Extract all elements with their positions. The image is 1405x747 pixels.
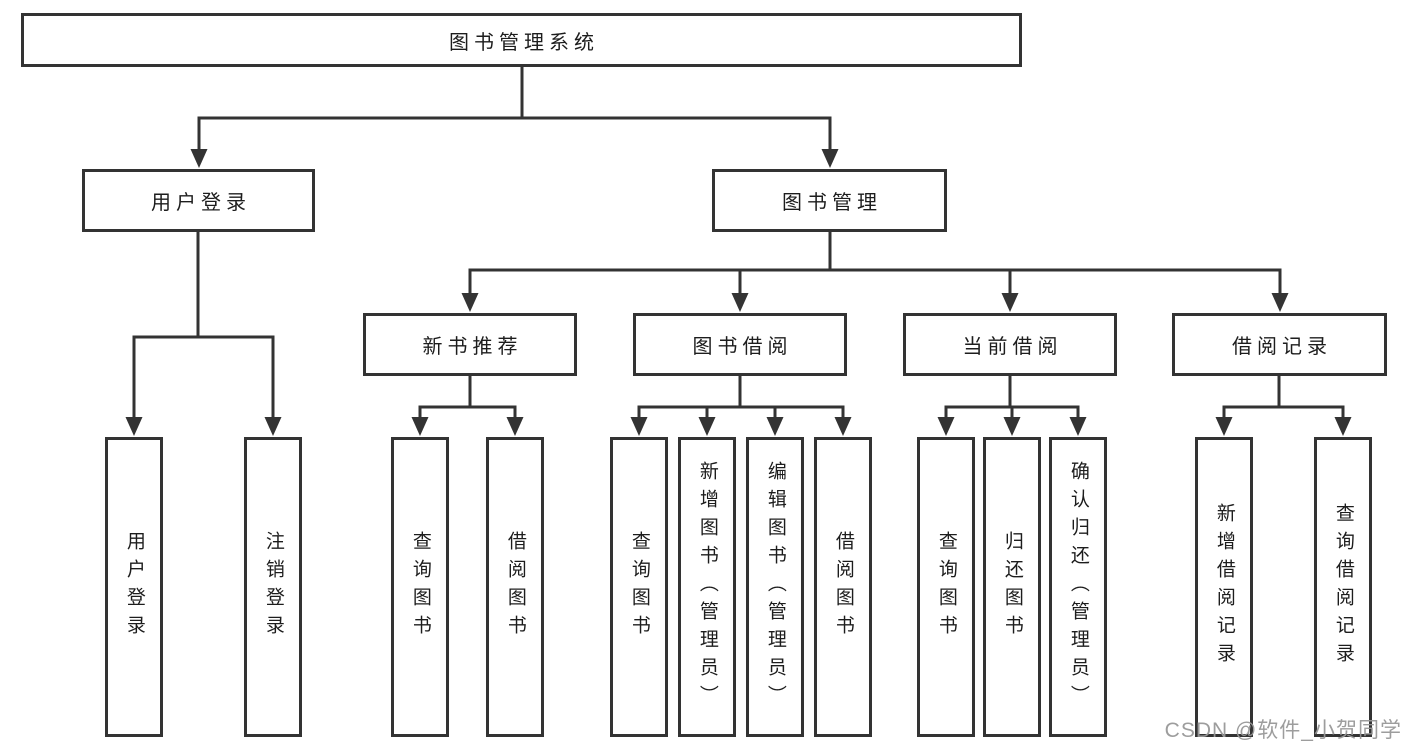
- node-root-label: 图书管理系统: [449, 31, 599, 54]
- leaf-edit-book-admin: 编辑图书（管理员）: [746, 437, 804, 737]
- watermark: CSDN @软件_小贺同学: [1164, 719, 1402, 742]
- leaf-add-book-admin: 新增图书（管理员）: [678, 437, 736, 737]
- node-current-borrow-label: 当前借阅: [962, 336, 1063, 358]
- node-new-book-recommend: 新书推荐: [363, 313, 577, 376]
- node-new-book-recommend-label: 新书推荐: [422, 336, 523, 358]
- node-book-management: 图书管理: [712, 169, 947, 232]
- node-user-login-label: 用户登录: [151, 192, 251, 214]
- leaf-query-borrow-record: 查询借阅记录: [1314, 437, 1372, 737]
- node-borrow-records-label: 借阅记录: [1232, 336, 1332, 358]
- leaf-logout-label: 注销登录: [262, 531, 284, 643]
- leaf-confirm-return-admin: 确认归还（管理员）: [1049, 437, 1107, 737]
- node-borrow-records: 借阅记录: [1172, 313, 1387, 376]
- leaf-borrow-books-label: 借阅图书: [832, 531, 854, 643]
- node-book-borrow-label: 图书借阅: [692, 336, 793, 358]
- leaf-logout: 注销登录: [244, 437, 302, 737]
- leaf-user-login: 用户登录: [105, 437, 163, 737]
- leaf-query-books-current-label: 查询图书: [935, 531, 957, 643]
- leaf-user-login-label: 用户登录: [123, 531, 145, 643]
- node-user-login: 用户登录: [82, 169, 315, 232]
- leaf-add-book-admin-label: 新增图书（管理员）: [696, 461, 718, 713]
- leaf-query-books-current: 查询图书: [917, 437, 975, 737]
- leaf-query-books-borrow: 查询图书: [610, 437, 668, 737]
- leaf-query-books-recommend-label: 查询图书: [409, 531, 431, 643]
- leaf-borrow-books-recommend: 借阅图书: [486, 437, 544, 737]
- leaf-query-borrow-record-label: 查询借阅记录: [1332, 503, 1354, 671]
- leaf-return-book-label: 归还图书: [1001, 531, 1023, 643]
- leaf-confirm-return-admin-label: 确认归还（管理员）: [1067, 461, 1089, 713]
- node-book-borrow: 图书借阅: [633, 313, 847, 376]
- leaf-return-book: 归还图书: [983, 437, 1041, 737]
- node-root: 图书管理系统: [21, 13, 1022, 67]
- leaf-query-books-borrow-label: 查询图书: [628, 531, 650, 643]
- leaf-borrow-books: 借阅图书: [814, 437, 872, 737]
- leaf-edit-book-admin-label: 编辑图书（管理员）: [764, 461, 786, 713]
- leaf-borrow-books-recommend-label: 借阅图书: [504, 531, 526, 643]
- node-book-management-label: 图书管理: [782, 192, 882, 214]
- leaf-add-borrow-record: 新增借阅记录: [1195, 437, 1253, 737]
- leaf-query-books-recommend: 查询图书: [391, 437, 449, 737]
- leaf-add-borrow-record-label: 新增借阅记录: [1213, 503, 1235, 671]
- node-current-borrow: 当前借阅: [903, 313, 1117, 376]
